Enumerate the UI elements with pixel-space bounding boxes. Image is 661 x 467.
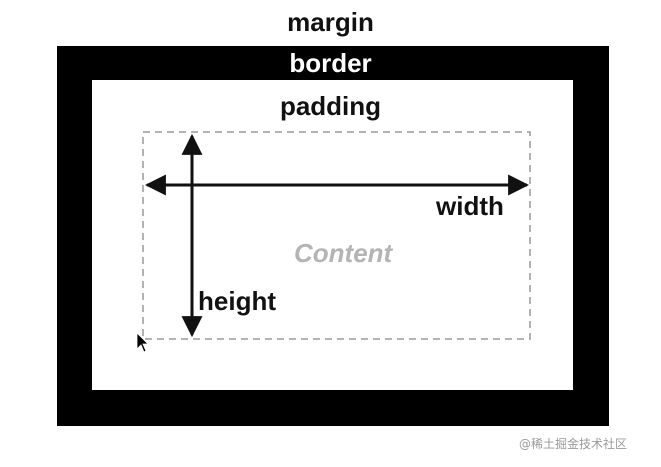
border-label: border xyxy=(289,48,372,78)
padding-region xyxy=(92,80,573,390)
watermark: @稀土掘金技术社区 xyxy=(519,437,628,451)
padding-label: padding xyxy=(279,91,382,121)
height-label: height xyxy=(198,286,276,316)
mouse-cursor-icon xyxy=(136,332,149,353)
content-region xyxy=(142,131,531,340)
content-label: Content xyxy=(294,238,393,268)
margin-label: margin xyxy=(287,7,374,37)
width-label: width xyxy=(436,191,504,221)
